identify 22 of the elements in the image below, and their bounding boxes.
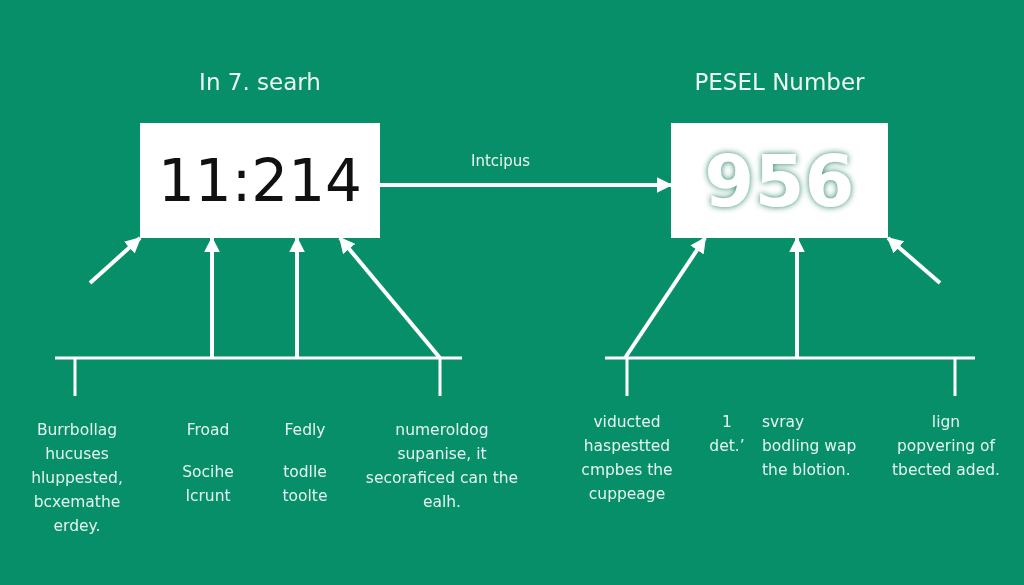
box-heading: PESEL Number — [694, 69, 865, 95]
arrow — [623, 236, 707, 360]
arrow — [886, 236, 942, 285]
arrow — [88, 236, 142, 285]
note-text: 1 det.’ — [708, 412, 746, 457]
arrow — [289, 236, 305, 358]
arrow — [338, 236, 442, 360]
arrow — [380, 177, 673, 193]
note-text: svray bodling wap the blotion. — [762, 412, 858, 481]
display-number: 956 — [704, 144, 855, 217]
arrow — [204, 236, 220, 358]
note-text: numeroldog supanise, it secoraficed can the ealh. — [364, 420, 520, 513]
note-text: Fedly — [283, 420, 327, 441]
arrow — [789, 236, 805, 358]
note-text: Burrbollag hucuses hluppested, bcxemathe erdey. — [30, 420, 124, 537]
note-text: todlle toolte — [281, 462, 329, 507]
note-text: viducted haspestted cmpbes the cuppeage — [580, 412, 674, 505]
note-text: lign popvering of tbected aded. — [891, 412, 1001, 481]
note-text: Socihe Icrunt — [181, 462, 235, 507]
note-text: Froad — [185, 420, 231, 441]
display-number: 11:214 — [157, 151, 363, 210]
box-heading: In 7. searh — [199, 69, 321, 95]
